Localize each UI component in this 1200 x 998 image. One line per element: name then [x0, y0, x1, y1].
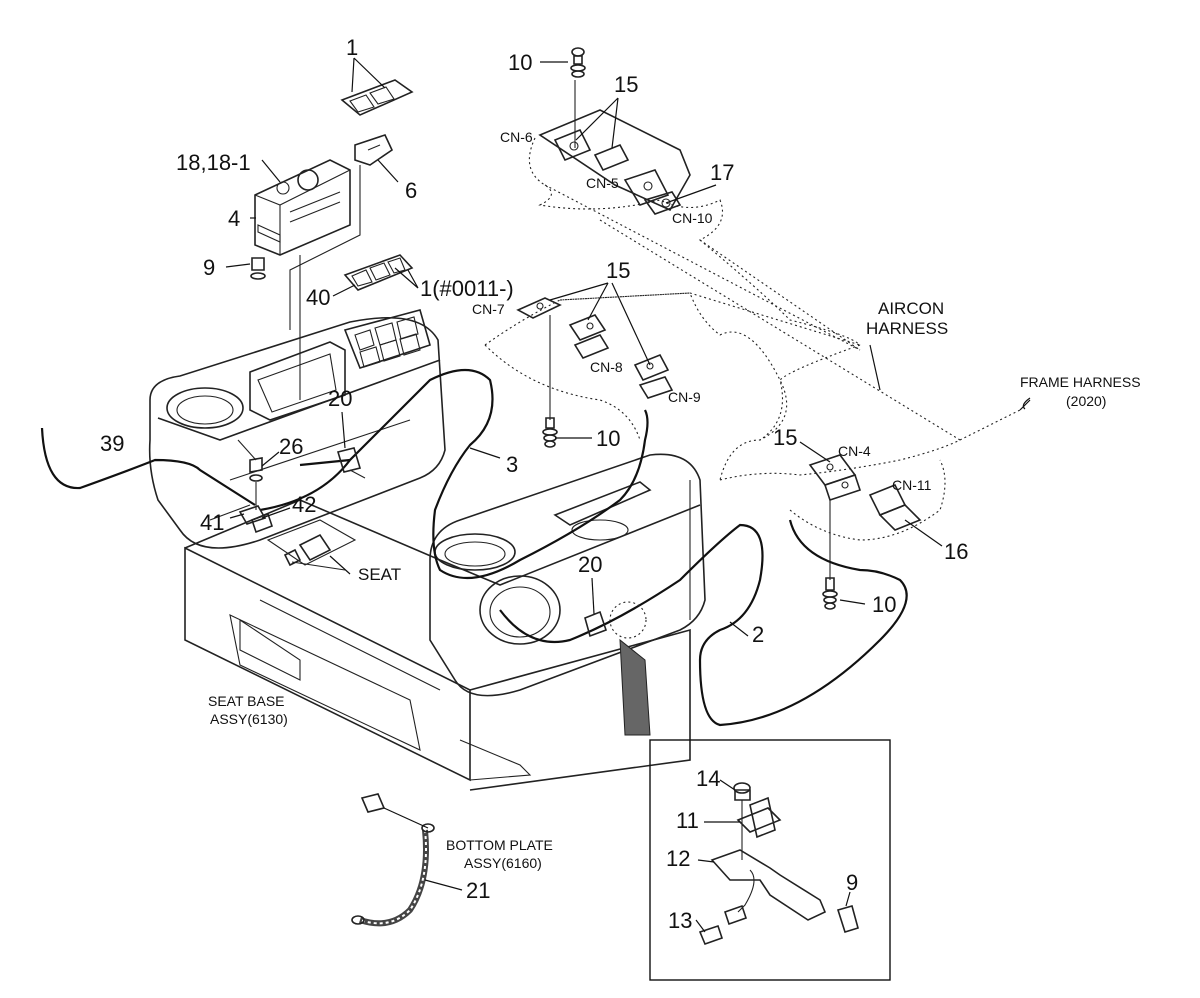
switch-panel — [254, 159, 351, 256]
harness-20-top — [299, 458, 351, 467]
label-seat-base-assy: ASSY(6130) — [210, 711, 288, 727]
label-part-16: 16 — [944, 539, 968, 564]
label-frame-harness-code: (2020) — [1066, 393, 1106, 409]
label-part-20-top: 20 — [328, 386, 352, 411]
label-cn-4: CN-4 — [838, 443, 871, 459]
label-part-2: 2 — [752, 622, 764, 647]
label-aircon-harness: HARNESS — [866, 319, 948, 338]
label-part-10-right: 10 — [872, 592, 896, 617]
label-part-13: 13 — [668, 908, 692, 933]
harness-2 — [499, 519, 908, 727]
ground-strap-21 — [351, 793, 435, 927]
label-frame-harness: FRAME HARNESS — [1020, 374, 1141, 390]
label-part-1-top: 1 — [346, 35, 358, 60]
label-part-4: 4 — [228, 206, 240, 231]
bolt-10-right — [822, 577, 838, 610]
label-part-20-bottom: 20 — [578, 552, 602, 577]
label-part-1-serial: 1(#0011-) — [420, 276, 514, 301]
label-part-11: 11 — [676, 808, 699, 833]
wire-harnesses — [40, 369, 908, 727]
label-part-9-left: 9 — [203, 255, 215, 280]
label-part-9-inset: 9 — [846, 870, 858, 895]
label-bottom-plate-assy: ASSY(6160) — [464, 855, 542, 871]
assembly-line — [289, 165, 361, 330]
label-cn-9: CN-9 — [668, 389, 701, 405]
switch-bezel-serial — [343, 254, 414, 291]
label-part-15-middle: 15 — [606, 258, 630, 283]
small-hardware-26-41-42 — [237, 439, 274, 534]
label-part-15-right: 15 — [773, 425, 797, 450]
label-part-15-top: 15 — [614, 72, 638, 97]
label-cn-11: CN-11 — [892, 477, 932, 493]
label-cn-7: CN-7 — [472, 301, 505, 317]
label-part-10-top: 10 — [508, 50, 532, 75]
label-part-17: 17 — [710, 160, 734, 185]
label-part-6: 6 — [405, 178, 417, 203]
seat-base-frame — [184, 499, 691, 791]
rocker-switch — [354, 134, 394, 166]
label-cn-8: CN-8 — [590, 359, 623, 375]
detail-callout-pointer — [609, 601, 651, 736]
bolt-10-top — [570, 47, 586, 78]
label-part-42: 42 — [292, 492, 316, 517]
label-part-41: 41 — [200, 510, 224, 535]
leader-lines — [225, 57, 1031, 933]
detail-inset — [649, 739, 891, 981]
right-bracket-assy — [808, 454, 922, 580]
label-seat-base: SEAT BASE — [208, 693, 285, 709]
label-part-14: 14 — [696, 766, 720, 791]
label-part-21: 21 — [466, 878, 490, 903]
bolt-10-middle — [542, 417, 558, 448]
label-seat: SEAT — [358, 565, 401, 584]
label-part-18: 18,18-1 — [176, 150, 251, 175]
label-part-26: 26 — [279, 434, 303, 459]
upper-bracket-assy — [538, 80, 691, 215]
label-bottom-plate: BOTTOM PLATE — [446, 837, 553, 853]
label-part-40: 40 — [306, 285, 330, 310]
label-part-12: 12 — [666, 846, 690, 871]
right-console-body — [429, 453, 706, 740]
connector-20-bottom — [584, 610, 608, 638]
label-cn-5: CN-5 — [586, 175, 619, 191]
harness-39 — [40, 427, 256, 506]
label-part-10-middle: 10 — [596, 426, 620, 451]
label-part-39: 39 — [100, 431, 124, 456]
middle-bracket-assy — [516, 297, 674, 420]
label-cn-10: CN-10 — [672, 210, 713, 226]
harness-3 — [259, 369, 649, 580]
label-cn-6: CN-6 — [500, 129, 533, 145]
label-part-3: 3 — [506, 452, 518, 477]
seat-connector-assy — [266, 519, 357, 571]
connector-20-top — [336, 447, 366, 479]
bolt-9-left — [250, 257, 266, 280]
harness-outlines — [484, 137, 1021, 541]
callout-labels: 1 18,18-1 6 4 9 40 1(#0011-) 10 15 CN-6 … — [100, 35, 1141, 933]
switch-bezel-top — [340, 79, 414, 116]
label-aircon: AIRCON — [878, 299, 944, 318]
